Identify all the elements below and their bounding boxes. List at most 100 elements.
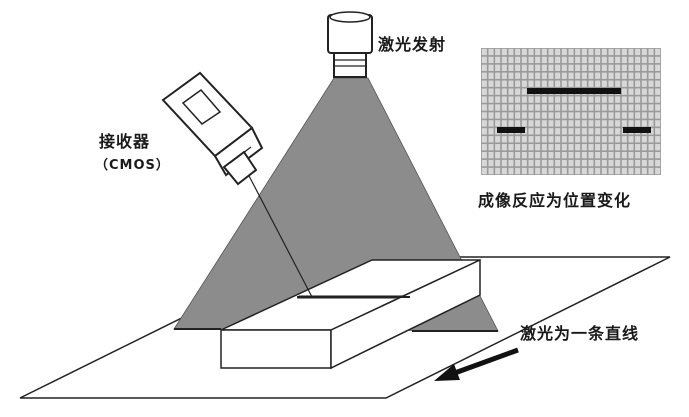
sensor-pixel	[548, 64, 554, 72]
sensor-pixel	[508, 159, 514, 167]
sensor-pixel	[561, 151, 567, 159]
sensor-pixel	[568, 112, 574, 119]
sensor-pixel	[528, 96, 534, 103]
sensor-pixel	[501, 96, 507, 103]
sensor-pixel	[488, 167, 494, 175]
sensor-pixel	[615, 136, 621, 143]
sensor-pixel	[561, 104, 567, 111]
sensor-pixel	[508, 80, 514, 87]
sensor-pixel	[535, 56, 541, 64]
sensor-bar-right	[623, 127, 651, 133]
sensor-pixel	[621, 112, 627, 119]
sensor-pixel	[628, 167, 634, 175]
sensor-pixel	[535, 80, 541, 87]
sensor-pixel	[481, 72, 487, 79]
sensor-pixel	[595, 56, 601, 64]
sensor-pixel	[608, 56, 614, 64]
sensor-pixel	[515, 88, 521, 95]
sensor-pixel	[621, 56, 627, 64]
sensor-pixel	[588, 104, 594, 111]
sensor-pixel	[641, 96, 647, 103]
sensor-pixel	[581, 128, 587, 135]
sensor-pixel	[528, 72, 534, 79]
object-box-side	[330, 258, 481, 370]
sensor-pixel	[588, 80, 594, 87]
sensor-pixel	[535, 104, 541, 111]
sensor-pixel	[481, 48, 487, 56]
sensor-pixel	[588, 159, 594, 167]
sensor-pixel	[588, 56, 594, 64]
sensor-pixel	[595, 72, 601, 79]
sensor-pixel	[648, 144, 654, 151]
sensor-pixel	[601, 151, 607, 159]
sensor-pixel	[548, 80, 554, 87]
sensor-pixel	[628, 64, 634, 72]
sensor-pixel	[648, 136, 654, 143]
sensor-pixel	[581, 144, 587, 151]
sensor-pixel	[508, 64, 514, 72]
sensor-pixel	[655, 64, 661, 72]
sensor-pixel	[575, 120, 581, 127]
sensor-pixel	[488, 144, 494, 151]
sensor-pixel	[628, 144, 634, 151]
sensor-pixel	[555, 159, 561, 167]
sensor-pixel	[541, 144, 547, 151]
sensor-pixel	[541, 112, 547, 119]
sensor-pixel	[641, 64, 647, 72]
sensor-pixel	[628, 56, 634, 64]
sensor-pixel	[488, 72, 494, 79]
receiver-label: 接收器	[99, 132, 151, 151]
sensor-pixel	[495, 96, 501, 103]
sensor-pixel	[555, 96, 561, 103]
sensor-pixel	[641, 151, 647, 159]
sensor-pixel	[615, 167, 621, 175]
sensor-pixel	[648, 167, 654, 175]
sensor-pixel	[575, 136, 581, 143]
sensor-pixel	[501, 72, 507, 79]
sensor-pixel	[641, 120, 647, 127]
sensor-pixel	[535, 128, 541, 135]
sensor-pixel	[581, 104, 587, 111]
sensor-pixel	[601, 144, 607, 151]
sensor-pixel	[521, 144, 527, 151]
sensor-pixel	[621, 120, 627, 127]
sensor-pixel	[575, 144, 581, 151]
sensor-pixel	[581, 112, 587, 119]
sensor-pixel	[535, 72, 541, 79]
sensor-pixel	[488, 136, 494, 143]
sensor-pixel	[568, 159, 574, 167]
sensor-pixel	[581, 167, 587, 175]
sensor-pixel	[495, 88, 501, 95]
sensor-image-grid	[481, 48, 661, 175]
sensor-pixel	[601, 120, 607, 127]
sensor-pixel	[501, 88, 507, 95]
sensor-pixel	[621, 151, 627, 159]
sensor-pixel	[615, 112, 621, 119]
sensor-pixel	[561, 167, 567, 175]
sensor-pixel	[655, 159, 661, 167]
sensor-pixel	[488, 80, 494, 87]
sensor-pixel	[488, 120, 494, 127]
sensor-pixel	[615, 151, 621, 159]
sensor-pixel	[568, 120, 574, 127]
sensor-pixel	[501, 64, 507, 72]
sensor-pixel	[568, 64, 574, 72]
sensor-pixel	[535, 64, 541, 72]
sensor-pixel	[481, 104, 487, 111]
sensor-pixel	[595, 64, 601, 72]
sensor-pixel	[641, 167, 647, 175]
sensor-pixel	[648, 48, 654, 56]
sensor-pixel	[501, 144, 507, 151]
sensor-pixel	[635, 159, 641, 167]
sensor-pixel	[608, 48, 614, 56]
sensor-pixel	[481, 144, 487, 151]
sensor-pixel	[568, 151, 574, 159]
sensor-pixel	[561, 48, 567, 56]
sensor-pixel	[495, 112, 501, 119]
sensor-pixel	[595, 128, 601, 135]
sensor-pixel	[541, 80, 547, 87]
sensor-pixel	[508, 136, 514, 143]
imaging-caption: 成像反应为位置变化	[478, 191, 632, 210]
sensor-pixel	[635, 112, 641, 119]
